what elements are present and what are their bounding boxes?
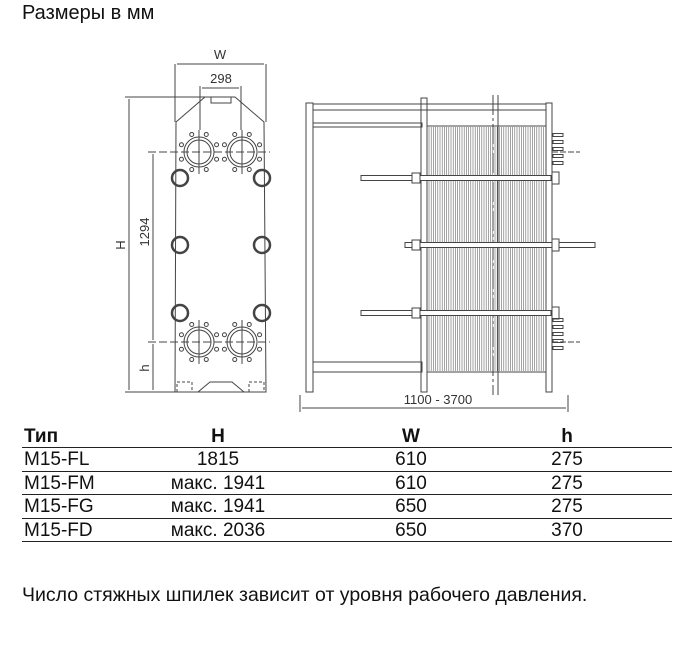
cell-h-total: макс. 2036	[170, 519, 266, 541]
guide-hole	[252, 235, 272, 255]
w-dimension-label: W	[214, 47, 227, 62]
guide-hole	[170, 303, 190, 323]
table-row: M15-FG макс. 1941 650 275	[22, 495, 672, 519]
cell-w: 610	[395, 449, 427, 470]
h-total-label: H	[113, 240, 128, 249]
table-header: Тип H W h	[22, 426, 672, 448]
header-h: h	[561, 426, 573, 447]
port-spacing-label: 298	[210, 71, 232, 86]
port-stud	[552, 161, 564, 165]
page-title: Размеры в мм	[22, 2, 155, 24]
port-stud	[552, 147, 564, 151]
tie-bolt	[360, 171, 560, 185]
port-vertical-label: 1294	[137, 218, 152, 247]
header-type: Тип	[24, 426, 59, 447]
cell-h: 275	[551, 449, 583, 470]
cell-type: M15-FL	[24, 449, 90, 470]
cell-h-total: макс. 1941	[170, 472, 266, 494]
cell-h: 370	[551, 519, 583, 541]
heat-exchanger-drawing: W 298 H 1294 h 1100 - 3700	[113, 47, 596, 412]
front-view: W 298 H 1294 h	[113, 47, 272, 393]
cell-type: M15-FM	[24, 472, 95, 494]
table-row: M15-FL 1815 610 275	[22, 448, 672, 472]
header-w: W	[402, 426, 420, 447]
port-stud	[552, 325, 564, 329]
cell-h: 275	[551, 472, 583, 494]
port-stud	[552, 140, 564, 144]
tie-bolt	[404, 238, 596, 252]
table-row: M15-FD макс. 2036 650 370	[22, 519, 672, 542]
cell-w: 610	[395, 472, 427, 494]
cell-w: 650	[395, 519, 427, 541]
guide-hole	[170, 168, 190, 188]
port-stud	[552, 318, 564, 322]
header-h-total: H	[211, 426, 225, 447]
guide-hole	[252, 303, 272, 323]
length-label: 1100 - 3700	[404, 392, 472, 407]
side-view: 1100 - 3700	[299, 95, 596, 412]
cell-type: M15-FG	[24, 496, 94, 517]
port-stud	[552, 332, 564, 336]
port-stud	[552, 133, 564, 137]
guide-hole	[252, 168, 272, 188]
cell-h: 275	[551, 496, 583, 517]
footnote: Число стяжных шпилек зависит от уровня р…	[22, 584, 588, 606]
cell-w: 650	[395, 496, 427, 517]
cell-h-total: макс. 1941	[170, 496, 266, 517]
cell-type: M15-FD	[24, 519, 93, 541]
port-stud	[552, 154, 564, 158]
table-row: M15-FM макс. 1941 610 275	[22, 472, 672, 495]
guide-hole	[170, 235, 190, 255]
cell-h-total: 1815	[196, 449, 240, 470]
port-stud	[552, 346, 564, 350]
h-label: h	[137, 364, 152, 371]
